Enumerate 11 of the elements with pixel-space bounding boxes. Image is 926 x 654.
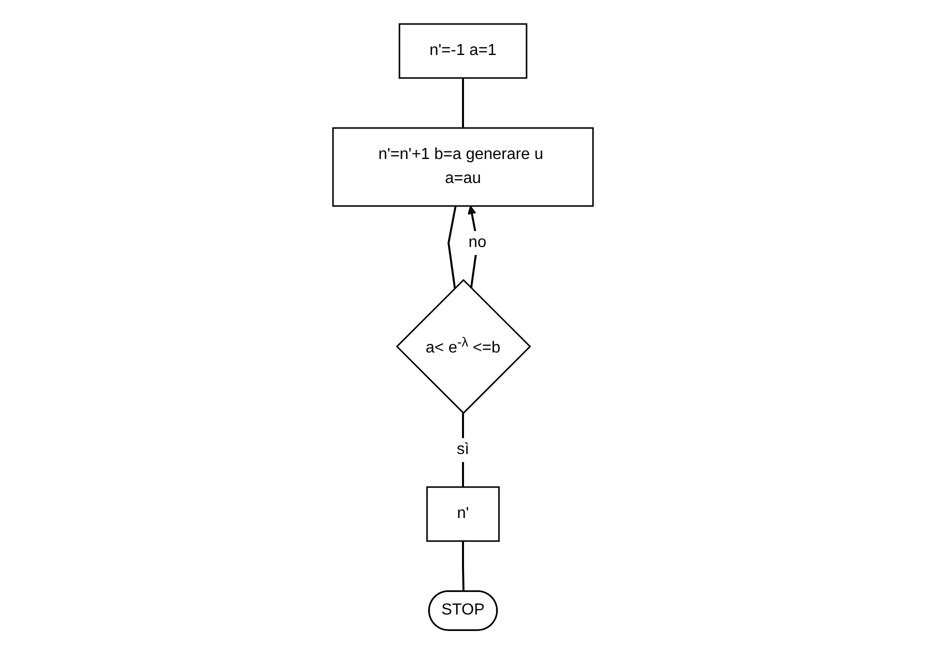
node-box: n': [426, 486, 500, 542]
node-diamond: a< e$^{-λ}$ <=b: [396, 278, 532, 414]
connector: [462, 413, 464, 488]
node-box: n'=n'+1 b=a generare u a=au: [332, 127, 594, 207]
edge-label: sì: [456, 441, 470, 458]
node-box: n'=-1 a=1: [398, 23, 528, 79]
connector: [462, 541, 464, 592]
connector: [448, 206, 457, 288]
connector: [462, 78, 464, 128]
edge-label: no: [468, 234, 486, 251]
arrow: [468, 206, 478, 288]
